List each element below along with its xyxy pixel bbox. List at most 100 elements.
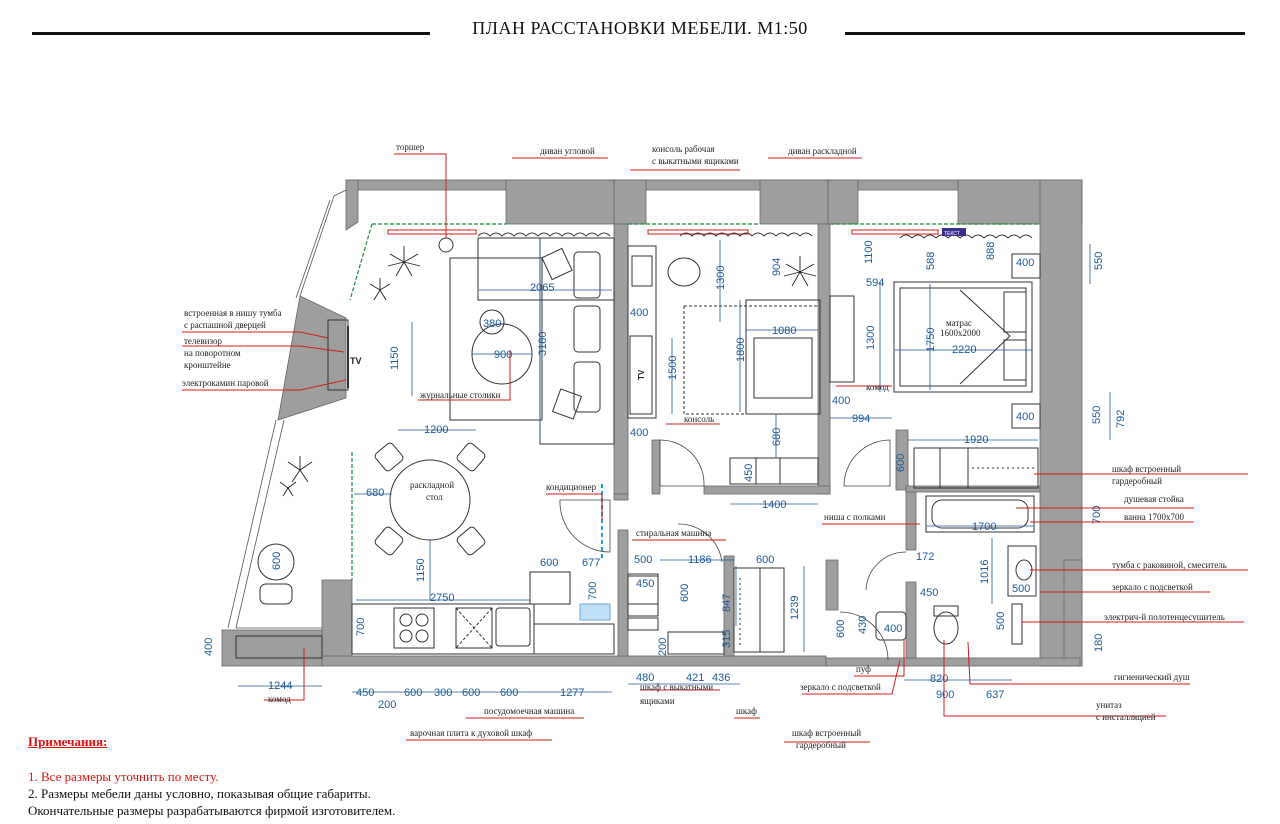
kitchen-cabinet-right: [533, 623, 615, 655]
wall-bottom: [321, 655, 827, 667]
label-zerkalo-podsvetka: зеркало с подсветкой: [1112, 582, 1193, 592]
label-komod-bed: комод: [866, 382, 889, 392]
label-shkaf-garderob2-1: шкаф встроенный: [792, 728, 861, 738]
dim-r550a: 550: [1093, 252, 1105, 270]
dim-l500: 500: [634, 554, 652, 566]
dim-l600b: 600: [679, 584, 691, 602]
dim-b450: 450: [356, 687, 374, 699]
plant-1: [387, 246, 421, 277]
label-gig-dush: гигиенический душ: [1114, 672, 1190, 682]
dim-r1016: 1016: [979, 560, 991, 584]
dim-r400c: 400: [1016, 411, 1034, 423]
door-entrance: [839, 611, 889, 661]
window-left-1: [349, 223, 373, 301]
dim-r900: 900: [936, 689, 954, 701]
label-televizor-2: на поворотном: [184, 348, 241, 358]
bedroom-tv-badge: [942, 228, 966, 236]
leader-gig-dush: [967, 641, 1190, 685]
dim-b1277: 1277: [560, 687, 584, 699]
label-stiralnaya: стиральная машина: [636, 528, 711, 538]
wall-int-8: [895, 429, 909, 491]
dim-b600a: 600: [404, 687, 422, 699]
dim-l1186: 1186: [688, 554, 712, 566]
dim-r700: 700: [1091, 506, 1103, 524]
dim-k1300: 1300: [715, 266, 727, 290]
coffee-table-small: [479, 309, 505, 335]
work-console: [627, 245, 657, 419]
dim-l1239: 1239: [789, 596, 801, 620]
bed-mattress: [899, 287, 1027, 387]
dim-k1400: 1400: [762, 499, 786, 511]
office-chair: [667, 257, 701, 287]
bed-pillow-2: [1003, 339, 1027, 381]
dimension-texts: 2065 3180 380 900 1150 1200 680 1150 600…: [203, 240, 1127, 711]
hob-burner-1: [399, 613, 413, 627]
chair-2: [456, 442, 486, 472]
dim-r180: 180: [1093, 634, 1105, 652]
hob-burner-2: [415, 613, 429, 627]
dim-k680: 680: [771, 428, 783, 446]
label-tumba-tv-1: встроенная в нишу тумба: [184, 308, 282, 318]
dim-r2220: 2220: [952, 344, 976, 356]
dim-r994: 994: [852, 413, 870, 425]
dim-r594: 594: [866, 277, 884, 289]
wall-top-column-2: [613, 179, 647, 225]
dim-k677: 677: [582, 557, 600, 569]
balcony-dresser: [235, 635, 323, 659]
dim-k400b: 400: [630, 427, 648, 439]
bathtub: [925, 495, 1035, 533]
dim-l450: 450: [636, 578, 654, 590]
dim-k1080: 1080: [772, 325, 796, 337]
label-divan-raskladnoy: диван раскладной: [788, 146, 857, 156]
sofa-cushion-3: [573, 251, 601, 299]
bed-fold-1: [959, 289, 1011, 337]
dim-1150: 1150: [389, 346, 401, 370]
leader-zerkalo2: [802, 659, 901, 695]
leader-komod-balc: [264, 648, 305, 701]
dim-r550b: 550: [1091, 406, 1103, 424]
corner-sofa-chaise: [539, 237, 615, 445]
wall-int-10: [905, 485, 1041, 493]
dim-r400a: 400: [1016, 257, 1034, 269]
office-shelf: [729, 457, 819, 485]
dim-k600: 600: [540, 557, 558, 569]
label-unitaz-2: с инсталляцией: [1096, 712, 1156, 722]
radiators: [387, 229, 939, 235]
dim-l480: 480: [636, 672, 654, 684]
radiator-1: [387, 229, 477, 235]
hob-burner-4: [415, 629, 429, 643]
title-bar: ПЛАН РАССТАНОВКИ МЕБЕЛИ. М1:50: [0, 18, 1280, 48]
label-konsol: консоль: [684, 414, 714, 424]
wall-right-bottom: [1063, 559, 1083, 667]
title-rule-right: [845, 32, 1245, 35]
label-dush-stoyka: душевая стойка: [1124, 494, 1184, 504]
built-in-wardrobe: [913, 447, 1039, 489]
label-televizor-1: телевизор: [184, 336, 222, 346]
label-matras-2: 1600х2000: [940, 328, 981, 338]
plant-2: [369, 278, 391, 301]
dim-k1800: 1800: [735, 338, 747, 362]
chair-3: [374, 526, 404, 556]
sofa-bed: [745, 299, 821, 415]
label-konsol-rab-1: консоль рабочая: [652, 144, 714, 154]
dim-r430: 430: [857, 616, 869, 634]
wall-int-5: [703, 485, 831, 495]
label-vanna: ванна 1700х700: [1124, 512, 1185, 522]
nightstand-top: [1011, 253, 1041, 279]
towel-warmer: [1011, 603, 1023, 645]
tv-console-office: [629, 335, 653, 415]
dim-1150b: 1150: [415, 558, 427, 582]
wall-left-angled: [277, 295, 347, 421]
dim-k700: 700: [587, 582, 599, 600]
dim-r637: 637: [986, 689, 1004, 701]
balcony-lines: [227, 189, 347, 629]
toilet-tank: [933, 605, 959, 617]
dishwasher-x2: [455, 607, 493, 649]
note-2: 2. Размеры мебели даны условно, показыва…: [28, 786, 371, 801]
tv-label-living: TV: [350, 356, 362, 366]
label-konsol-rab-2: с выкатными ящиками: [652, 156, 739, 166]
chair-4: [456, 526, 486, 556]
balcony-line-3: [227, 419, 277, 629]
label-shkaf-garderob2-2: гардеробный: [796, 740, 846, 750]
dim-b600c: 600: [500, 687, 518, 699]
